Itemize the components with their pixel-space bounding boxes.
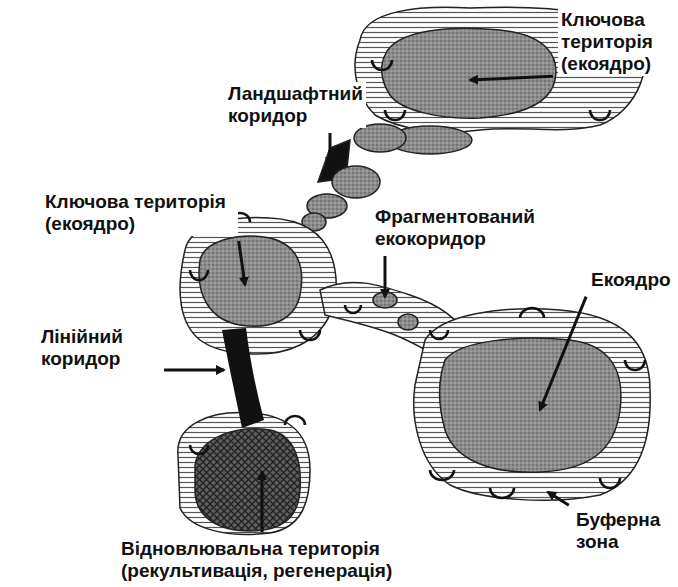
callout-label: Ключова територія (екоядро) [558, 8, 674, 76]
leader-arrow [548, 492, 569, 505]
leader-arrow [164, 369, 224, 372]
leader-arrow [384, 256, 387, 297]
leader-arrow [540, 297, 586, 410]
callout-label: Лінійний коридор [38, 325, 159, 371]
linear-corridor [222, 328, 264, 428]
buffer-arcs [190, 20, 645, 498]
eco-core [382, 28, 556, 118]
eco-core [199, 236, 302, 326]
callout-label: Фрагментований екокоридор [372, 205, 558, 251]
leader-arrow [239, 241, 245, 285]
buffer-zone [414, 309, 650, 500]
buffer-zone [178, 413, 310, 535]
callout-label: Екоядро [588, 268, 674, 292]
buffer-zone [180, 217, 336, 354]
corridor-patch [332, 166, 380, 198]
eco-core [440, 338, 621, 472]
callout-label: Відновлювальна територія (рекультивація,… [118, 537, 454, 583]
corridor-patch [354, 124, 406, 152]
leader-arrow [261, 472, 264, 532]
callout-label: Ландшафтний коридор [225, 82, 366, 128]
restoration-area [195, 429, 300, 531]
leader-arrow [470, 76, 553, 80]
callout-label: Буферна зона [573, 508, 674, 554]
callout-label: Ключова територія (екоядро) [42, 190, 238, 236]
leader-arrow [329, 133, 332, 165]
corridor-patch [398, 314, 418, 330]
